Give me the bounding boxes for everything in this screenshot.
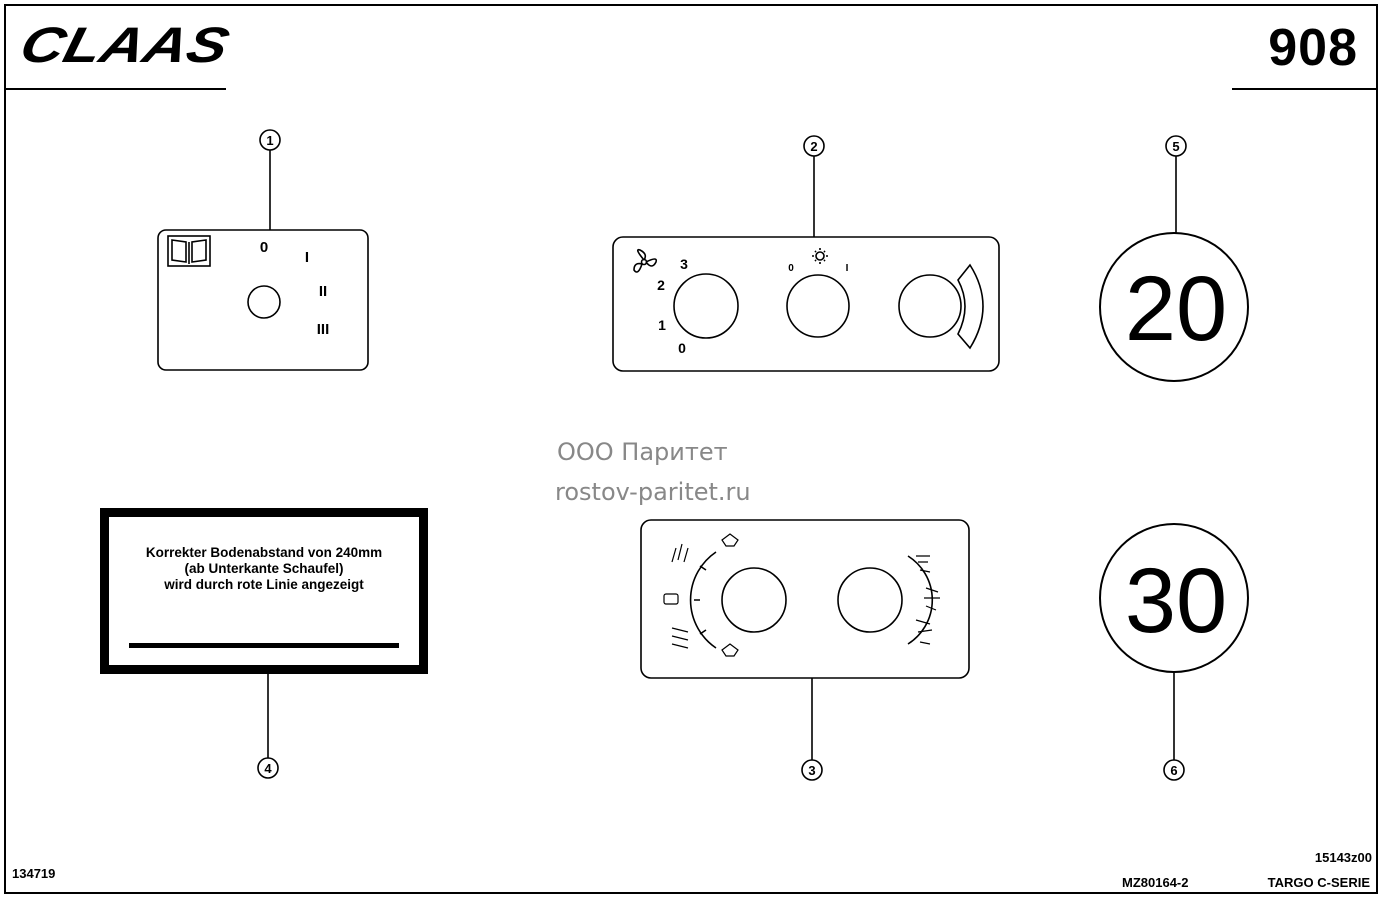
work-light-scale-ticks xyxy=(694,565,707,635)
heater-scale-0: 0 xyxy=(788,263,794,274)
footer-left-code: 134719 xyxy=(12,866,56,881)
temperature-arc-icon xyxy=(957,263,984,350)
panel-1-knob xyxy=(247,285,281,319)
work-light-scale-arc xyxy=(689,551,717,649)
warning-line-3: wird durch rote Linie angezeigt xyxy=(164,577,364,592)
callout-6-number: 6 xyxy=(1170,763,1177,778)
warning-line-1: Korrekter Bodenabstand von 240mm xyxy=(145,545,383,560)
watermark-company: ООО Паритет xyxy=(557,438,728,466)
sun-icon xyxy=(812,248,828,264)
footer-series: TARGO C-SERIE xyxy=(1267,875,1370,890)
drawing-frame xyxy=(4,4,1378,894)
page-number: 908 xyxy=(1268,19,1358,77)
claas-logo: CLAAS xyxy=(15,20,235,70)
panel-3 xyxy=(640,519,970,679)
callout-2-number: 2 xyxy=(810,139,817,154)
work-light-icons xyxy=(663,533,739,657)
callout-5-number: 5 xyxy=(1172,139,1179,154)
panel-1-position-1: I xyxy=(305,249,309,266)
fan-scale-0: 0 xyxy=(678,340,686,356)
header-rule-right xyxy=(1232,88,1378,90)
heater-knob xyxy=(786,274,850,338)
footer-part-code: MZ80164-2 xyxy=(1122,875,1189,890)
footer-drawing-code: 15143z00 xyxy=(1314,850,1372,865)
panel-1-position-0: 0 xyxy=(260,239,268,256)
brand-logo-text: CLAAS xyxy=(15,20,235,70)
book-icon xyxy=(167,235,211,267)
callout-4-number: 4 xyxy=(264,761,272,776)
fan-scale-2: 2 xyxy=(657,277,665,293)
warning-label: Korrekter Bodenabstand von 240mm (ab Unt… xyxy=(100,508,428,674)
panel-1-position-2: II xyxy=(319,283,327,300)
fan-scale-1: 1 xyxy=(658,317,666,333)
speed-sign-20-value: 20 xyxy=(1125,258,1227,360)
beacon-scale-arc xyxy=(907,555,934,645)
warning-line-2: (ab Unterkante Schaufel) xyxy=(184,561,344,576)
watermark-url: rostov-paritet.ru xyxy=(555,478,751,506)
heater-scale-1: I xyxy=(846,263,849,274)
beacon-knob xyxy=(837,567,903,633)
fan-icon xyxy=(633,248,658,273)
fan-knob xyxy=(673,273,739,339)
callout-1-number: 1 xyxy=(266,133,273,148)
panel-1-position-3: III xyxy=(317,321,330,338)
work-light-knob xyxy=(721,567,787,633)
ground-clearance-line xyxy=(129,643,399,648)
speed-sign-20 xyxy=(1099,232,1249,382)
panel-1 xyxy=(157,229,369,371)
panel-2 xyxy=(612,236,1000,372)
beacon-icons xyxy=(915,555,940,645)
callout-6-circle xyxy=(1163,759,1185,781)
callout-3-circle xyxy=(801,759,823,781)
fan-scale-3: 3 xyxy=(680,256,688,272)
speed-sign-30-value: 30 xyxy=(1125,550,1227,652)
callout-3-number: 3 xyxy=(808,763,815,778)
temperature-knob xyxy=(898,274,962,338)
header-rule-left xyxy=(4,88,226,90)
callout-4-circle xyxy=(257,757,279,779)
